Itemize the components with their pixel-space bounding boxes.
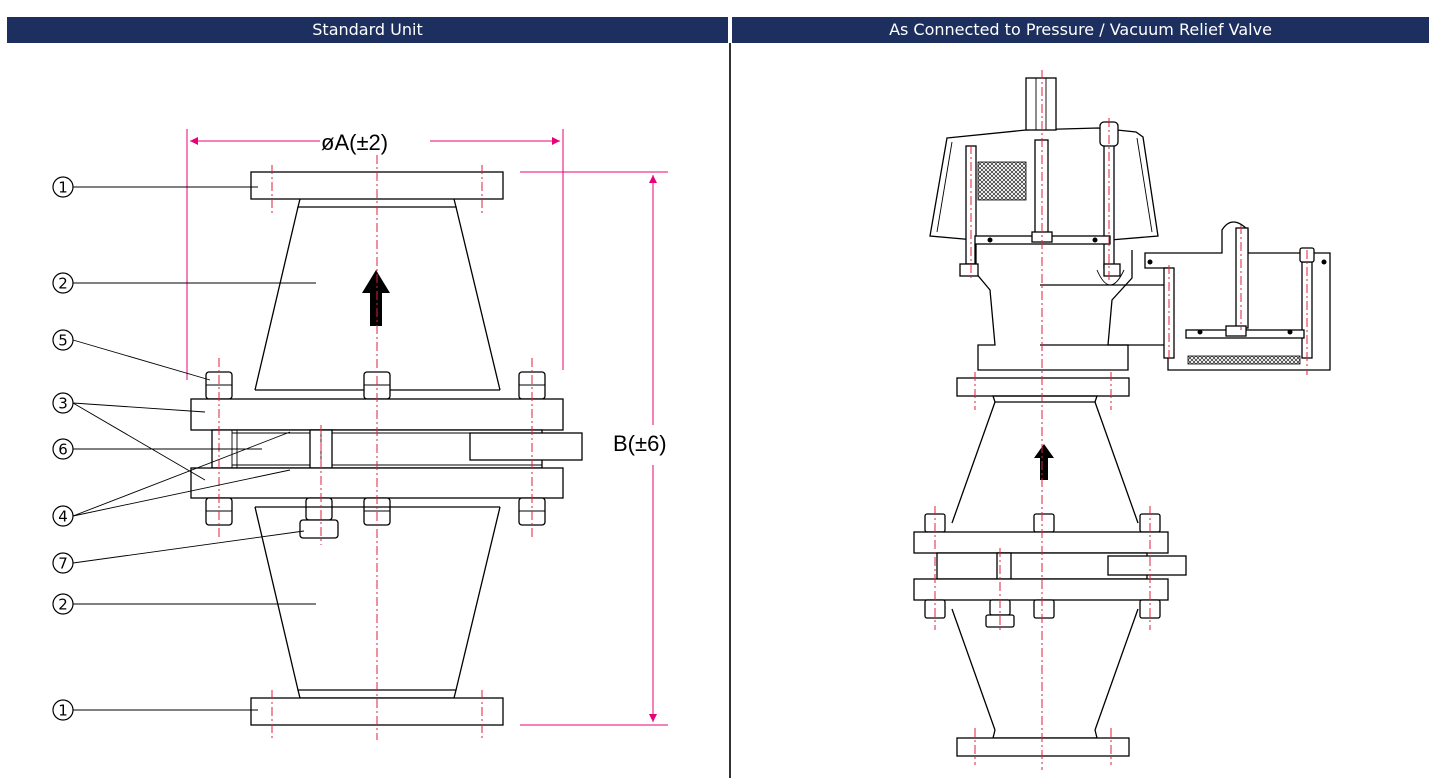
flow-arrow-icon bbox=[362, 270, 390, 326]
vent-stem-guide bbox=[1025, 77, 1057, 131]
valve-weather-hood bbox=[929, 127, 1159, 241]
valve-body bbox=[974, 244, 1133, 371]
item-balloon: 1 bbox=[52, 699, 74, 721]
svg-text:2: 2 bbox=[58, 275, 68, 293]
item-balloon: 6 bbox=[52, 438, 74, 460]
centerlines bbox=[934, 70, 1308, 770]
svg-text:4: 4 bbox=[58, 508, 68, 526]
svg-text:6: 6 bbox=[58, 441, 68, 459]
upper-housing-flange bbox=[913, 531, 1169, 554]
top-nuts bbox=[205, 371, 546, 400]
item-balloon: 7 bbox=[52, 552, 74, 574]
item-balloon: 5 bbox=[52, 329, 74, 351]
tag-plate bbox=[469, 432, 583, 461]
diameter-dimension-label: øA(±2) bbox=[321, 130, 388, 155]
panel-divider bbox=[729, 43, 731, 778]
leader-lines bbox=[72, 186, 316, 711]
svg-text:1: 1 bbox=[58, 179, 68, 197]
svg-text:5: 5 bbox=[58, 332, 68, 350]
item-balloon: 4 bbox=[52, 505, 74, 527]
flame-mesh-screen bbox=[977, 161, 1027, 201]
height-dimension-label: B(±6) bbox=[613, 431, 667, 456]
header-connected-valve: As Connected to Pressure / Vacuum Relief… bbox=[732, 17, 1429, 43]
lower-cone-body bbox=[254, 506, 501, 691]
side-valve-housing bbox=[1144, 221, 1331, 371]
standard-unit-drawing: øA(±2) B(±6) 1 2 5 3 6 bbox=[52, 129, 668, 740]
header-standard-unit: Standard Unit bbox=[7, 17, 728, 43]
bottom-flange bbox=[956, 737, 1130, 757]
connected-unit-drawing bbox=[913, 70, 1331, 770]
svg-text:2: 2 bbox=[58, 596, 68, 614]
svg-text:3: 3 bbox=[58, 395, 68, 413]
drain-plug bbox=[299, 519, 339, 539]
item-balloon: 2 bbox=[52, 272, 74, 294]
svg-text:7: 7 bbox=[58, 555, 68, 573]
lower-housing-flange bbox=[913, 578, 1169, 601]
valve-base-flange bbox=[956, 377, 1130, 397]
svg-text:1: 1 bbox=[58, 702, 68, 720]
item-balloon: 3 bbox=[52, 392, 74, 414]
item-balloon: 2 bbox=[52, 593, 74, 615]
item-balloon: 1 bbox=[52, 176, 74, 198]
bottom-nuts bbox=[205, 497, 546, 539]
flow-arrow-icon bbox=[1034, 444, 1054, 480]
upper-cone-body bbox=[254, 206, 501, 391]
dimension-lines bbox=[186, 129, 668, 726]
